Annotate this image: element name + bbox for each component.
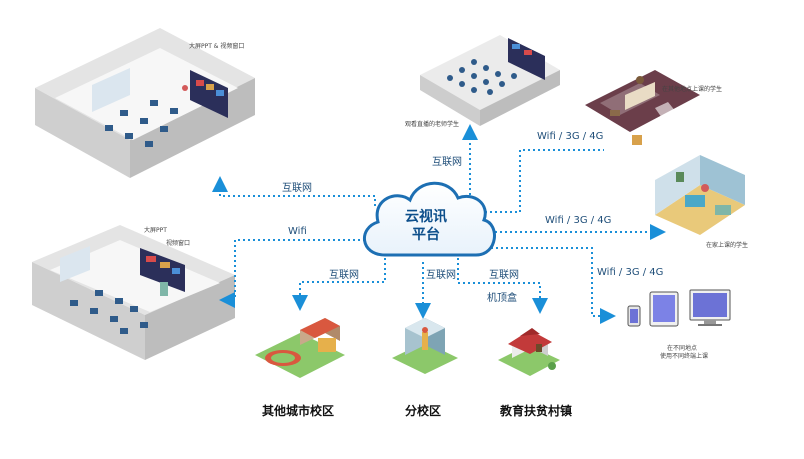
campus-other-city [255,318,345,378]
line-to-cafe [460,149,604,220]
link-label-right-top: Wifi / 3G / 4G [537,131,604,142]
line-to-bottom-left-classroom [219,239,365,308]
cloud-title-line2: 平台 [412,227,440,243]
campus-branch [392,318,458,374]
campus-title-village: 教育扶贫村镇 [500,404,573,418]
lecture-hall [420,35,560,126]
caption-classroom-top: 大屏PPT & 视频窗口 [189,43,245,50]
caption-devices-2: 使用不同终端上课 [660,353,709,360]
classroom-top-left [35,28,255,178]
link-label-top-center: 互联网 [432,157,462,168]
caption-other-place: 在其他地点上课的学生 [662,86,723,93]
caption-lecture-hall: 观看直播的老师学生 [405,121,460,128]
campus-title-other-city: 其他城市校区 [262,404,335,418]
cafe-scene [585,70,700,145]
line-to-village [457,258,548,314]
link-label-left-mid: Wifi [288,226,307,237]
classroom-bottom-left [32,225,235,360]
line-to-other-city [292,258,386,311]
caption-devices-1: 在不同地点 [667,345,698,352]
campus-village [498,328,560,376]
line-to-top-left-classroom [212,176,376,206]
cloud-platform[interactable] [362,181,496,257]
link-label-right-low: Wifi / 3G / 4G [597,267,664,278]
link-label-set-top-box: 机顶盒 [487,293,517,304]
cloud-title-line1: 云视讯 [405,209,447,225]
link-label-bottom-right: 互联网 [489,270,519,281]
link-label-left-top: 互联网 [282,183,312,194]
caption-home: 在家上课的学生 [706,242,749,249]
connection-lines [212,124,666,324]
link-label-right-mid: Wifi / 3G / 4G [545,215,612,226]
link-label-bottom-left: 互联网 [329,270,359,281]
campus-title-branch: 分校区 [405,404,442,418]
caption-classroom-video: 视频窗口 [166,240,191,247]
device-group [627,289,731,327]
caption-classroom-ppt: 大屏PPT [144,227,167,234]
line-to-devices [476,247,616,324]
link-label-bottom-center: 互联网 [426,270,456,281]
home-scene [655,155,745,235]
